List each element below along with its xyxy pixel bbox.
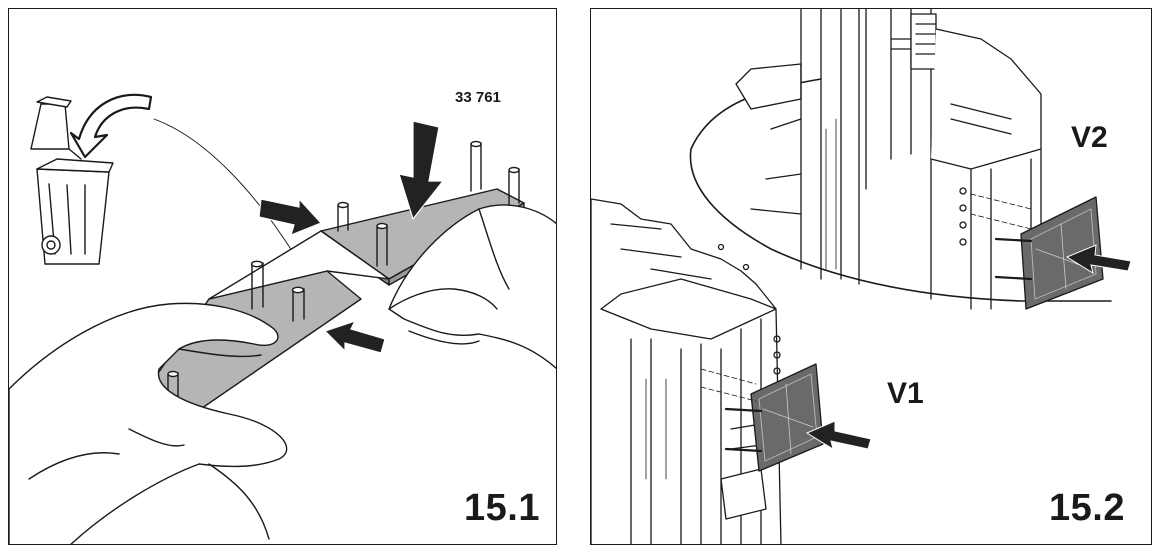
cassette-mount-illustration	[591, 9, 1132, 544]
peel-plate-illustration	[9, 93, 556, 544]
press-arrows	[258, 120, 445, 354]
push-arrows	[805, 244, 1132, 451]
callout-v1: V1	[887, 377, 924, 410]
callout-v2: V2	[1071, 121, 1108, 154]
figure-number-15-1: 15.1	[464, 487, 540, 529]
left-arrow-icon	[323, 319, 386, 354]
figure-15-2-panel: V2 V1 15.2	[590, 8, 1152, 545]
lower-cassette-frame	[591, 198, 782, 544]
waste-bin-icon	[30, 96, 114, 265]
right-arrow-icon	[258, 197, 323, 237]
part-number-label: 33 761	[455, 89, 501, 106]
figure-number-15-2: 15.2	[1049, 487, 1125, 529]
mounting-plate-v1	[700, 363, 824, 472]
upper-cassette-frame	[735, 9, 1042, 310]
left-arrow-icon	[805, 420, 872, 451]
left-arrow-icon	[1065, 244, 1132, 275]
mounting-plate-v2	[970, 193, 1104, 310]
figure-15-1-panel: 33 761 15.1	[8, 8, 557, 545]
down-arrow-icon	[398, 120, 445, 221]
